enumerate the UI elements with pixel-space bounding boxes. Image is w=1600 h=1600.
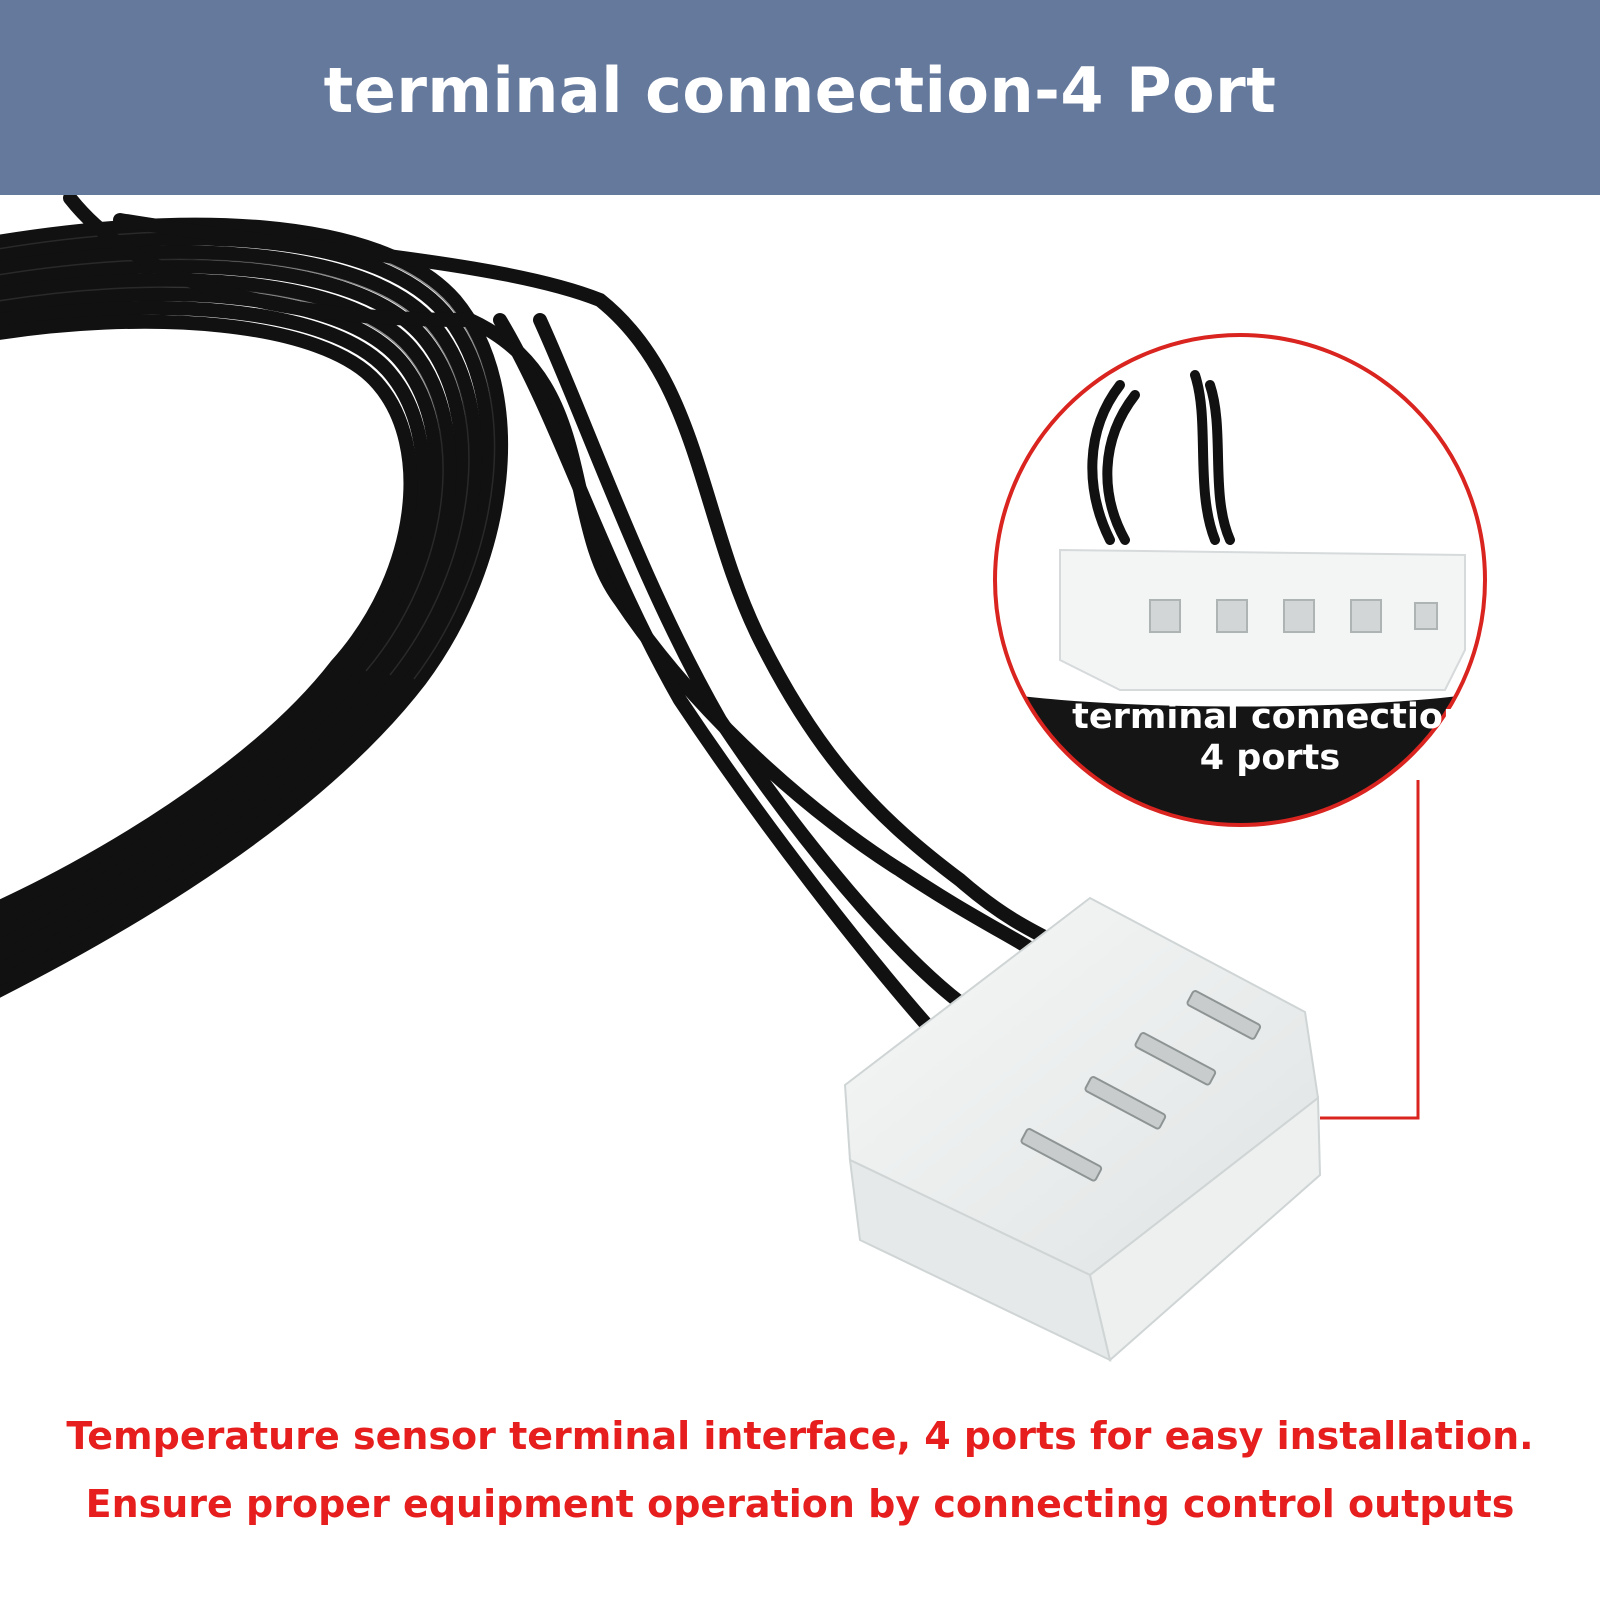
product-photo <box>0 195 1487 1362</box>
callout-label: terminal connection 4 ports <box>1030 697 1510 779</box>
header-banner: terminal connection-4 Port <box>0 0 1600 195</box>
cable-coil <box>0 217 509 998</box>
callout-leader-line <box>1320 780 1420 1120</box>
callout-label-line2: 4 ports <box>1199 738 1341 778</box>
caption-line-2: Ensure proper equipment operation by con… <box>85 1482 1515 1526</box>
callout-label-line1: terminal connection <box>1072 697 1468 737</box>
wires <box>63 195 1067 1047</box>
page-title: terminal connection-4 Port <box>323 54 1277 127</box>
caption-block: Temperature sensor terminal interface, 4… <box>0 1402 1600 1538</box>
connector-main <box>843 896 1322 1362</box>
caption-line-1: Temperature sensor terminal interface, 4… <box>66 1414 1534 1458</box>
